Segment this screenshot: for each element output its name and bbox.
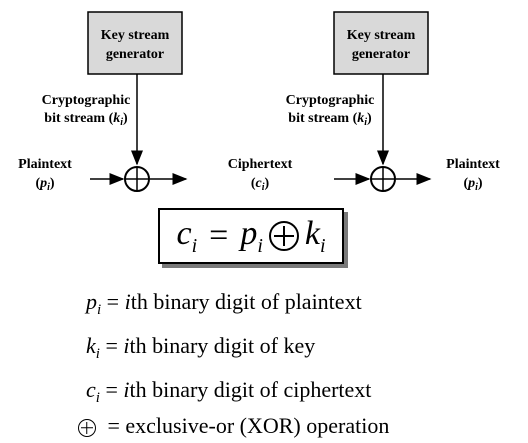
stream-label-left-line2: bit stream (ki) [44, 111, 128, 128]
xor-left-icon [124, 166, 150, 192]
generator-right-line1: Key stream [347, 28, 416, 43]
generator-right-line2: generator [352, 47, 410, 62]
generator-left-line1: Key stream [101, 28, 170, 43]
definitions-list: pi = ith binary digit of plaintext ki = … [78, 284, 389, 443]
plaintext-in-symbol: (pi) [35, 176, 54, 193]
stream-label-right-line1: Cryptographic [286, 93, 375, 108]
formula-lhs: ci [176, 214, 198, 257]
formula-equals: = [209, 217, 229, 254]
formula-k: ki [304, 214, 326, 257]
plaintext-out-label: Plaintext [446, 157, 500, 172]
plaintext-out-symbol: (pi) [463, 176, 482, 193]
stream-label-right-line2: bit stream (ki) [288, 111, 372, 128]
formula-xor-icon [268, 221, 299, 251]
plaintext-in-label: Plaintext [18, 157, 72, 172]
xor-formula-box: ci = pi ki [158, 208, 344, 264]
definition-k: ki = ith binary digit of key [86, 333, 316, 362]
definition-c: ci = ith binary digit of ciphertext [86, 377, 372, 406]
keystream-generator-right [333, 11, 429, 75]
stream-label-left-line1: Cryptographic [42, 93, 131, 108]
ciphertext-label: Ciphertext [228, 157, 293, 172]
xor-right-icon [370, 166, 396, 192]
keystream-generator-left [87, 11, 183, 75]
ciphertext-symbol: (ci) [251, 176, 270, 193]
definition-p: pi = ith binary digit of plaintext [86, 289, 362, 318]
generator-left-line2: generator [106, 47, 164, 62]
formula-p: pi [240, 214, 263, 257]
stream-cipher-diagram: Key stream generator Key stream generato… [18, 11, 500, 193]
definition-xor: = exclusive-or (XOR) operation [78, 408, 389, 443]
xor-small-icon [78, 418, 96, 437]
